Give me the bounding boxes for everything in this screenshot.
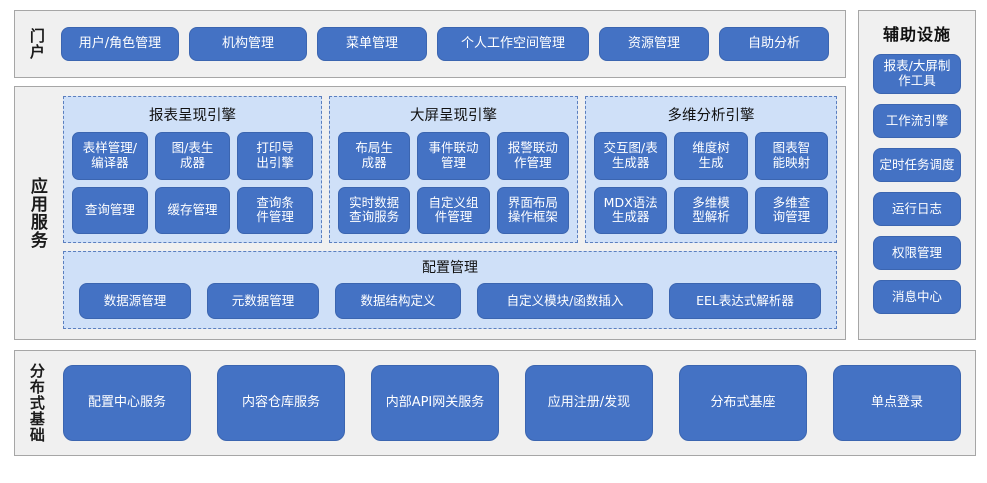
- portal-layer-label: 门户: [27, 28, 46, 60]
- report-rendering-engine-grid: 表样管理/ 编译器图/表生 成器打印导 出引擎查询管理缓存管理查询条 件管理: [72, 132, 313, 234]
- cache-management-button[interactable]: 缓存管理: [154, 186, 231, 234]
- config-management-button-row: 数据源管理元数据管理数据结构定义自定义模块/函数插入 EEL表达式解析器: [72, 283, 828, 319]
- multidimensional-analysis-engine-panel: 多维分析引擎交互图/表 生成器维度树 生成图表智 能映射 MDX语法 生成器多维模…: [585, 96, 837, 243]
- large-screen-rendering-engine-panel: 大屏呈现引擎布局生 成器事件联动 管理报警联动 作管理实时数据 查询服务自定义组…: [329, 96, 578, 243]
- personal-workspace-management-button[interactable]: 个人工作空间管理: [437, 27, 589, 61]
- portal-button-row: 用户/角色管理机构管理菜单管理个人工作空间管理资源管理自助分析: [57, 11, 845, 77]
- distributed-foundation-button[interactable]: 分布式基座: [679, 365, 807, 441]
- self-service-analysis-button[interactable]: 自助分析: [719, 27, 829, 61]
- auxiliary-facilities-panel: 辅助设施 报表/大屏制 作工具工作流引擎定时任务调度运行日志权限管理消息中心: [858, 10, 976, 340]
- distributed-foundation-button-row: 配置中心服务内容仓库服务内部API网关服务应用注册/发现分布式基座单点登录: [57, 351, 975, 455]
- eel-expression-parser-button[interactable]: EEL表达式解析器: [669, 283, 821, 319]
- multidimensional-query-management-button[interactable]: 多维查 询管理: [754, 186, 828, 234]
- auxiliary-facilities-title: 辅助设施: [882, 25, 951, 44]
- print-export-engine-button[interactable]: 打印导 出引擎: [237, 132, 313, 180]
- portal-layer: 门户 用户/角色管理机构管理菜单管理个人工作空间管理资源管理自助分析: [14, 10, 846, 78]
- multidimensional-analysis-engine-title: 多维分析引擎: [667, 108, 755, 124]
- report-rendering-engine-title: 报表呈现引擎: [149, 108, 236, 124]
- custom-component-management-button[interactable]: 自定义组 件管理: [417, 186, 490, 234]
- query-condition-management-button[interactable]: 查询条 件管理: [237, 186, 313, 234]
- layout-generator-button[interactable]: 布局生 成器: [338, 132, 411, 180]
- large-screen-rendering-engine-grid: 布局生 成器事件联动 管理报警联动 作管理实时数据 查询服务自定义组 件管理界面…: [338, 132, 569, 234]
- runtime-log-button[interactable]: 运行日志: [873, 192, 961, 226]
- application-registration-discovery-button[interactable]: 应用注册/发现: [525, 365, 653, 441]
- table-template-management-compiler-button[interactable]: 表样管理/ 编译器: [72, 132, 148, 180]
- custom-module-function-insertion-button[interactable]: 自定义模块/函数插入: [477, 283, 653, 319]
- event-linkage-management-button[interactable]: 事件联动 管理: [417, 132, 490, 180]
- config-center-service-button[interactable]: 配置中心服务: [63, 365, 191, 441]
- data-structure-definition-button[interactable]: 数据结构定义: [335, 283, 461, 319]
- menu-management-button[interactable]: 菜单管理: [317, 27, 427, 61]
- chart-intelligent-mapping-button[interactable]: 图表智 能映射: [754, 132, 828, 180]
- internal-api-gateway-service-button[interactable]: 内部API网关服务: [371, 365, 499, 441]
- message-center-button[interactable]: 消息中心: [873, 280, 961, 314]
- organization-management-button[interactable]: 机构管理: [189, 27, 307, 61]
- report-screen-authoring-tool-button[interactable]: 报表/大屏制 作工具: [873, 54, 961, 94]
- ui-layout-operation-framework-button[interactable]: 界面布局 操作框架: [496, 186, 569, 234]
- auxiliary-facilities-list: 报表/大屏制 作工具工作流引擎定时任务调度运行日志权限管理消息中心: [873, 54, 961, 324]
- query-management-button[interactable]: 查询管理: [72, 186, 148, 234]
- interactive-chart-table-generator-button[interactable]: 交互图/表 生成器: [594, 132, 668, 180]
- datasource-management-button[interactable]: 数据源管理: [79, 283, 191, 319]
- metadata-management-button[interactable]: 元数据管理: [207, 283, 319, 319]
- multidimensional-analysis-engine-grid: 交互图/表 生成器维度树 生成图表智 能映射 MDX语法 生成器多维模 型解析多维…: [594, 132, 828, 234]
- workflow-engine-button[interactable]: 工作流引擎: [873, 104, 961, 138]
- chart-table-generator-button[interactable]: 图/表生 成器: [154, 132, 231, 180]
- large-screen-rendering-engine-title: 大屏呈现引擎: [410, 108, 497, 124]
- engine-row: 报表呈现引擎表样管理/ 编译器图/表生 成器打印导 出引擎查询管理缓存管理查询条…: [63, 96, 837, 243]
- dimension-tree-generation-button[interactable]: 维度树 生成: [674, 132, 748, 180]
- single-sign-on-button[interactable]: 单点登录: [833, 365, 961, 441]
- config-management-panel: 配置管理 数据源管理元数据管理数据结构定义自定义模块/函数插入 EEL表达式解析器: [63, 251, 837, 329]
- realtime-data-query-service-button[interactable]: 实时数据 查询服务: [338, 186, 411, 234]
- alarm-linkage-action-management-button[interactable]: 报警联动 作管理: [496, 132, 569, 180]
- mdx-syntax-generator-button[interactable]: MDX语法 生成器: [594, 186, 668, 234]
- multidimensional-model-parsing-button[interactable]: 多维模 型解析: [674, 186, 748, 234]
- distributed-foundation-layer-label: 分布式基础: [27, 363, 46, 443]
- application-services-layer-label: 应用服务: [26, 177, 47, 249]
- distributed-foundation-layer: 分布式基础 配置中心服务内容仓库服务内部API网关服务应用注册/发现分布式基座单…: [14, 350, 976, 456]
- user-role-management-button[interactable]: 用户/角色管理: [61, 27, 179, 61]
- report-rendering-engine-panel: 报表呈现引擎表样管理/ 编译器图/表生 成器打印导 出引擎查询管理缓存管理查询条…: [63, 96, 322, 243]
- scheduled-task-scheduler-button[interactable]: 定时任务调度: [873, 148, 961, 182]
- config-management-title: 配置管理: [422, 260, 478, 276]
- resource-management-button[interactable]: 资源管理: [599, 27, 709, 61]
- application-services-layer: 应用服务 报表呈现引擎表样管理/ 编译器图/表生 成器打印导 出引擎查询管理缓存…: [14, 86, 846, 340]
- content-repository-service-button[interactable]: 内容仓库服务: [217, 365, 345, 441]
- permission-management-button[interactable]: 权限管理: [873, 236, 961, 270]
- application-services-body: 报表呈现引擎表样管理/ 编译器图/表生 成器打印导 出引擎查询管理缓存管理查询条…: [57, 87, 845, 339]
